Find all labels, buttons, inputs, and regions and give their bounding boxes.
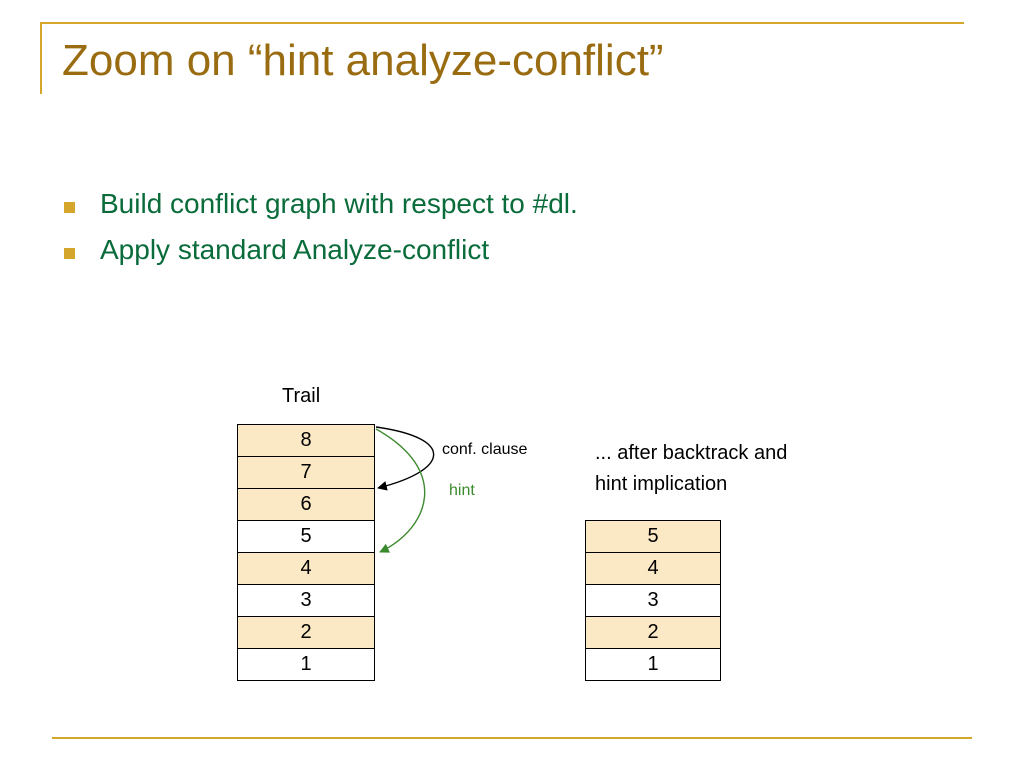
trail-cell: 8 bbox=[237, 424, 375, 457]
after-label-line-1: ... after backtrack and bbox=[595, 442, 788, 464]
bullet-text: Apply standard Analyze-conflict bbox=[100, 234, 490, 265]
trail-cell: 2 bbox=[237, 616, 375, 649]
trail-cell: 1 bbox=[237, 648, 375, 681]
bullet-text: Build conflict graph with respect to #dl… bbox=[100, 188, 578, 219]
trail-cell: 5 bbox=[237, 520, 375, 553]
conf-clause-label: conf. clause bbox=[442, 441, 528, 458]
after-backtrack-cell: 1 bbox=[585, 648, 721, 681]
hint-label: hint bbox=[449, 482, 475, 499]
after-backtrack-cell: 4 bbox=[585, 552, 721, 585]
after-label-line-2: hint implication bbox=[595, 473, 728, 495]
hint-arrow bbox=[375, 428, 426, 553]
bullet-square-icon bbox=[64, 248, 75, 259]
frame-left-line bbox=[40, 22, 42, 94]
trail-label: Trail bbox=[282, 385, 321, 407]
frame-bottom-line bbox=[52, 737, 972, 739]
trail-cell: 7 bbox=[237, 456, 375, 489]
bullet-square-icon bbox=[64, 202, 75, 213]
conf-clause-arrow bbox=[375, 426, 435, 491]
frame-top-line bbox=[40, 22, 964, 24]
after-backtrack-cell: 2 bbox=[585, 616, 721, 649]
slide-title: Zoom on “hint analyze-conflict” bbox=[62, 36, 664, 85]
